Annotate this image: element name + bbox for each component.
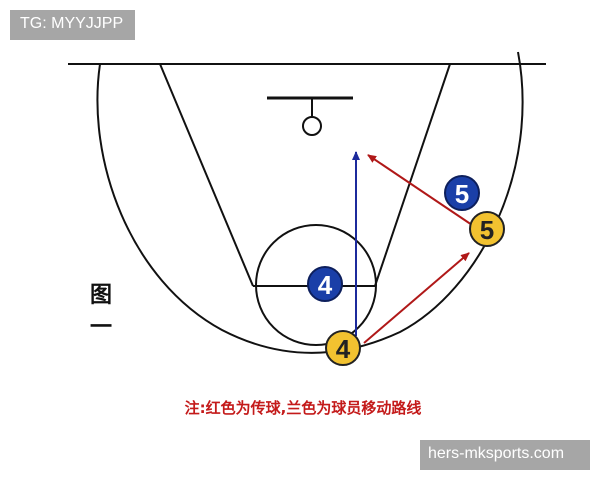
figure-label-char: 图 (90, 283, 112, 308)
three-point-arc (96, 51, 524, 354)
player-blue-4-number: 4 (318, 270, 333, 300)
pass-arrow-to-5 (363, 252, 470, 344)
player-yellow-5-number: 5 (480, 215, 494, 245)
watermark-bottom-right: hers-mksports.com (420, 440, 590, 470)
pass-arrow-back (367, 154, 479, 230)
figure-label-char: 一 (90, 315, 112, 340)
lane-right (374, 63, 451, 287)
watermark-top-left: TG: MYYJJPP (10, 10, 135, 40)
player-blue-5: 5 (444, 175, 480, 211)
court-lines (68, 51, 546, 354)
player-blue-5-number: 5 (455, 179, 469, 209)
legend-note: 注:红色为传球,兰色为球员移动路线 (185, 399, 422, 417)
player-yellow-4-number: 4 (336, 334, 351, 364)
player-blue-4: 4 (307, 266, 343, 302)
player-yellow-4: 4 (325, 330, 361, 366)
basket-rim (302, 116, 322, 136)
figure-label: 图一 (90, 283, 112, 340)
free-throw-circle (255, 224, 377, 346)
lane-left (159, 63, 254, 287)
players: 4 5 4 5 (307, 175, 505, 366)
player-yellow-5: 5 (469, 211, 505, 247)
movement-arrows (352, 151, 479, 344)
